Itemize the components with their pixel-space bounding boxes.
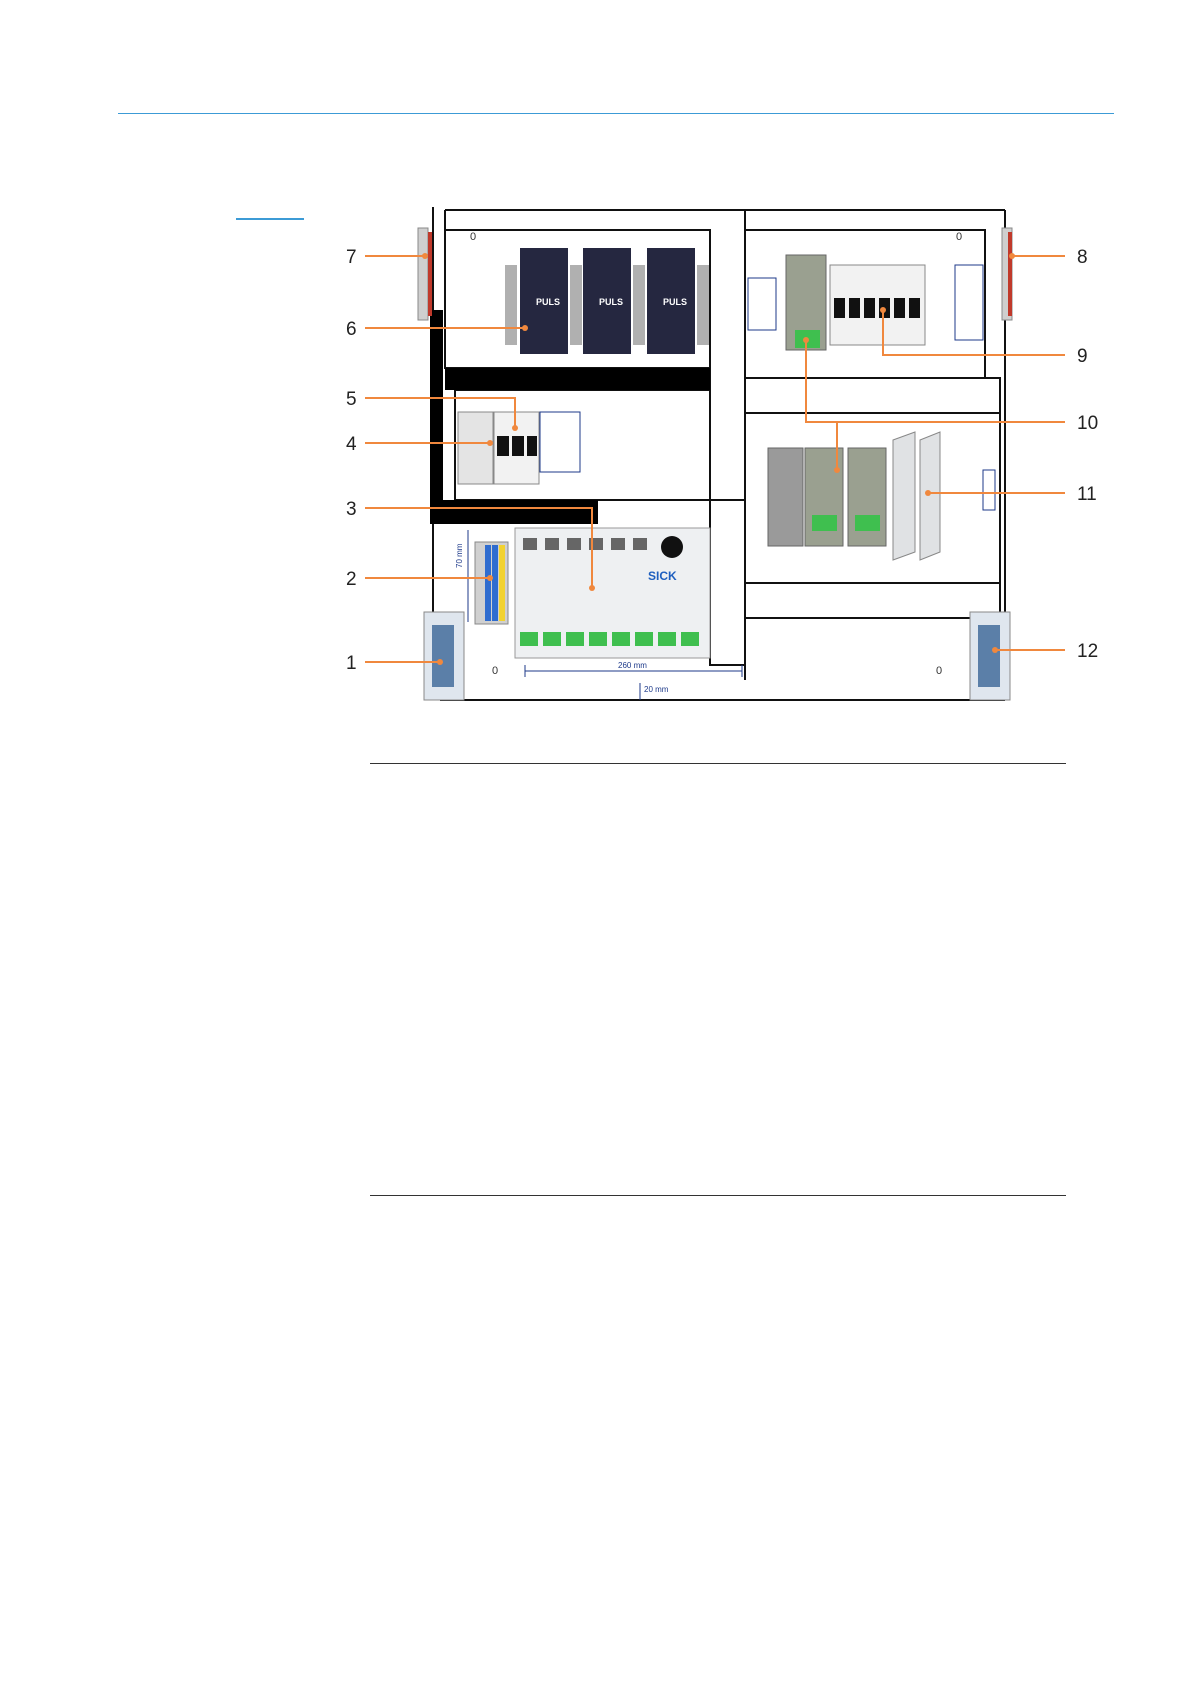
callout-6: 6: [346, 319, 357, 340]
right-middle-modules: [768, 432, 995, 560]
sick-logo-text: SICK: [648, 569, 677, 583]
callout-3: 3: [346, 499, 357, 520]
power-supply-units: PULS PULS PULS: [505, 248, 709, 354]
terminal-blocks: [475, 542, 508, 624]
right-top-modules: [748, 255, 983, 350]
table-top-rule: [370, 763, 1066, 764]
callout-2: 2: [346, 569, 357, 590]
psu-brand-1: PULS: [536, 297, 560, 307]
table-bottom-rule: [370, 1195, 1066, 1196]
zero-mark-4: 0: [936, 665, 942, 677]
dimension-70mm: 70 mm: [455, 543, 464, 568]
callout-11: 11: [1077, 484, 1097, 505]
callout-1: 1: [346, 653, 357, 674]
psu-brand-3: PULS: [663, 297, 687, 307]
dimension-260mm: 260 mm: [618, 661, 647, 670]
callout-10: 10: [1077, 413, 1098, 434]
zero-mark-2: 0: [956, 231, 962, 243]
left-fan: [424, 612, 464, 700]
dimension-20mm: 20 mm: [644, 685, 669, 694]
callout-9: 9: [1077, 346, 1088, 367]
right-fan: [970, 612, 1010, 700]
callout-5: 5: [346, 389, 357, 410]
left-side-rail: [418, 228, 432, 320]
callout-7: 7: [346, 247, 357, 268]
zero-mark-1: 0: [470, 231, 476, 243]
callout-8: 8: [1077, 247, 1088, 268]
psu-brand-2: PULS: [599, 297, 623, 307]
zero-mark-3: 0: [492, 665, 498, 677]
callout-12: 12: [1077, 641, 1098, 662]
left-breaker-group: [458, 412, 580, 484]
right-side-rail: [1002, 228, 1012, 320]
callout-4: 4: [346, 434, 357, 455]
sick-controller: SICK: [515, 528, 710, 658]
